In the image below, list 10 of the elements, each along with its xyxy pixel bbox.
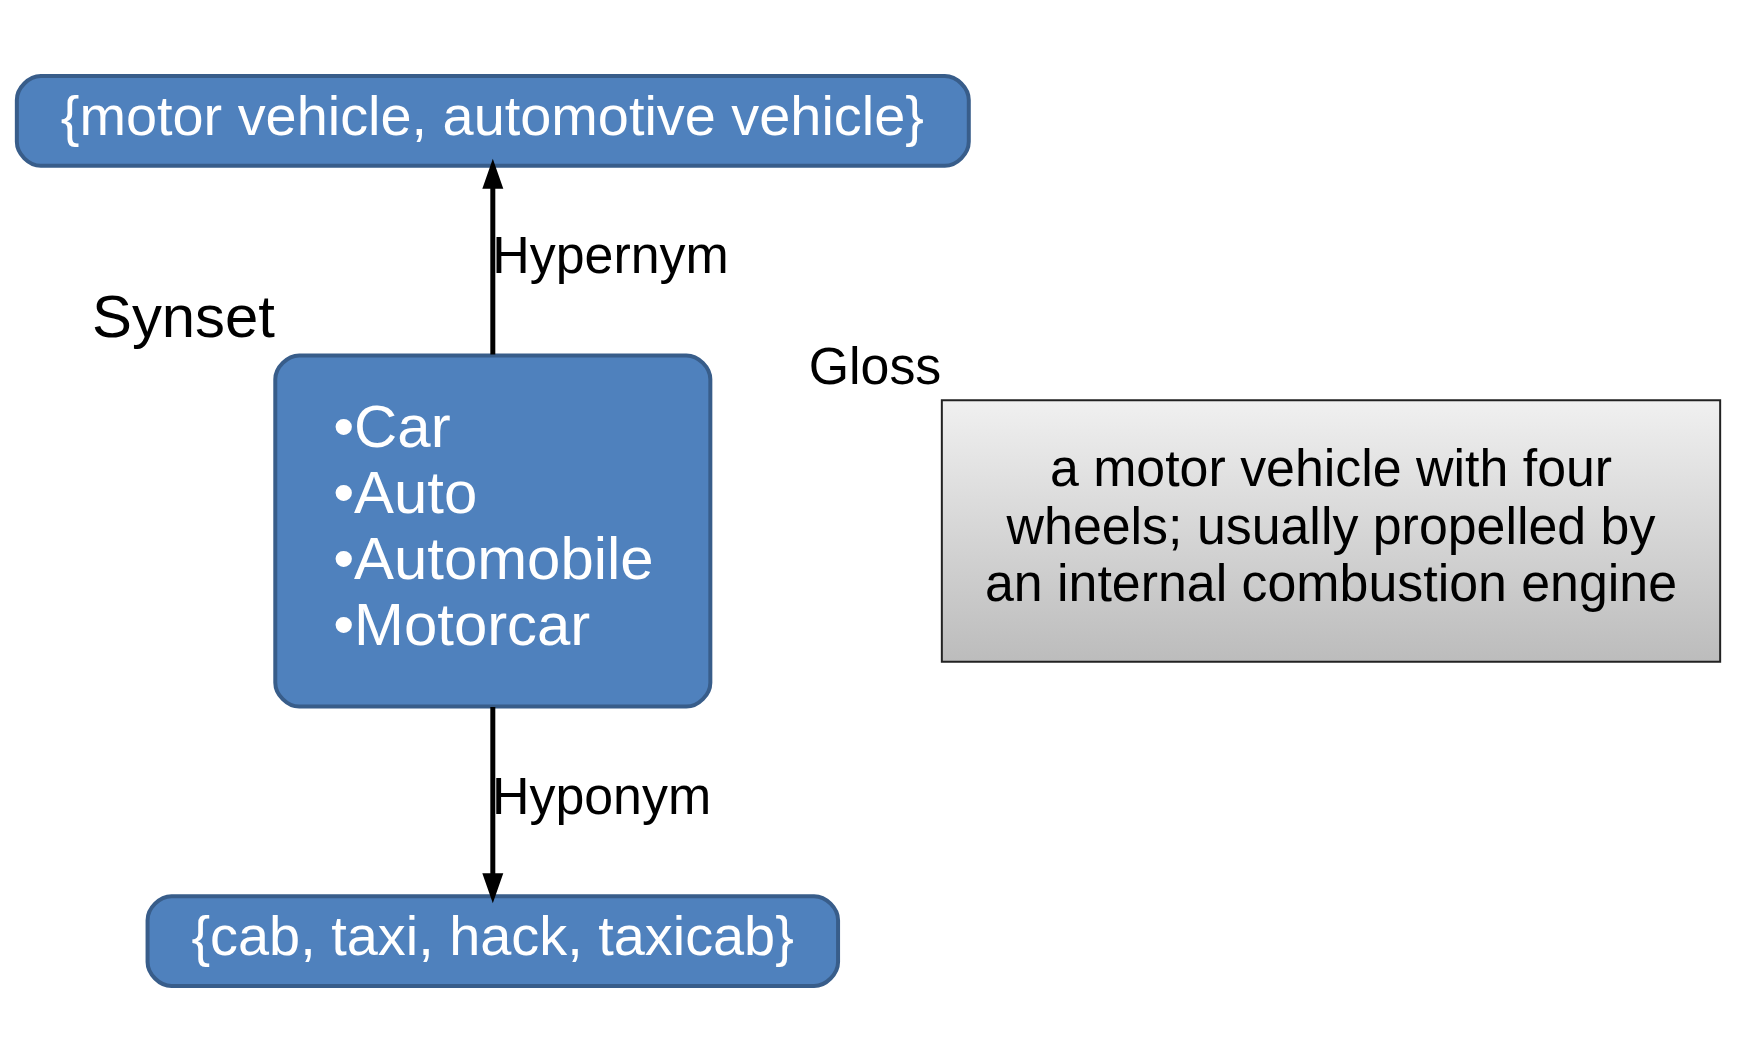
node-box: a motor vehicle with four wheels; usually propelled by an internal combustion engine (940, 398, 1722, 663)
node-box: •Car •Auto •Automobile •Motorcar (273, 352, 713, 709)
arrow (482, 158, 504, 355)
node-label: Synset (91, 282, 275, 350)
node-box: {motor vehicle, automotive vehicle} (14, 73, 971, 168)
edge-label: Hypernym (492, 225, 729, 284)
node-box: {cab, taxi, hack, taxicab} (145, 893, 841, 988)
arrow (482, 706, 504, 903)
node-label: Gloss (808, 336, 942, 395)
edge-label: Hyponym (492, 766, 712, 825)
